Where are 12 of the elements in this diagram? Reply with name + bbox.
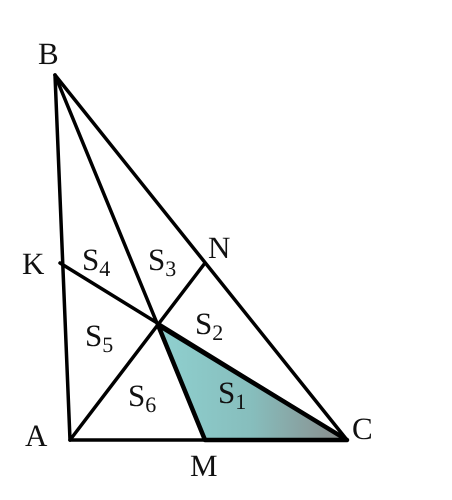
vertex-label: N xyxy=(208,232,230,263)
vertex-label: B xyxy=(38,38,59,69)
area-label: S$_{1}$ xyxy=(218,377,246,413)
area-label: S$_{4}$ xyxy=(82,244,110,280)
area-label: S$_{5}$ xyxy=(85,320,114,356)
area-label: S$_{2}$ xyxy=(195,308,224,344)
area-label: S$_{6}$ xyxy=(128,380,156,416)
vertex-label: A xyxy=(25,420,48,451)
area-label: S$_{3}$ xyxy=(148,244,176,280)
vertex-label: K xyxy=(22,248,44,279)
vertex-label: C xyxy=(352,413,373,444)
vertex-label: M xyxy=(190,450,218,481)
